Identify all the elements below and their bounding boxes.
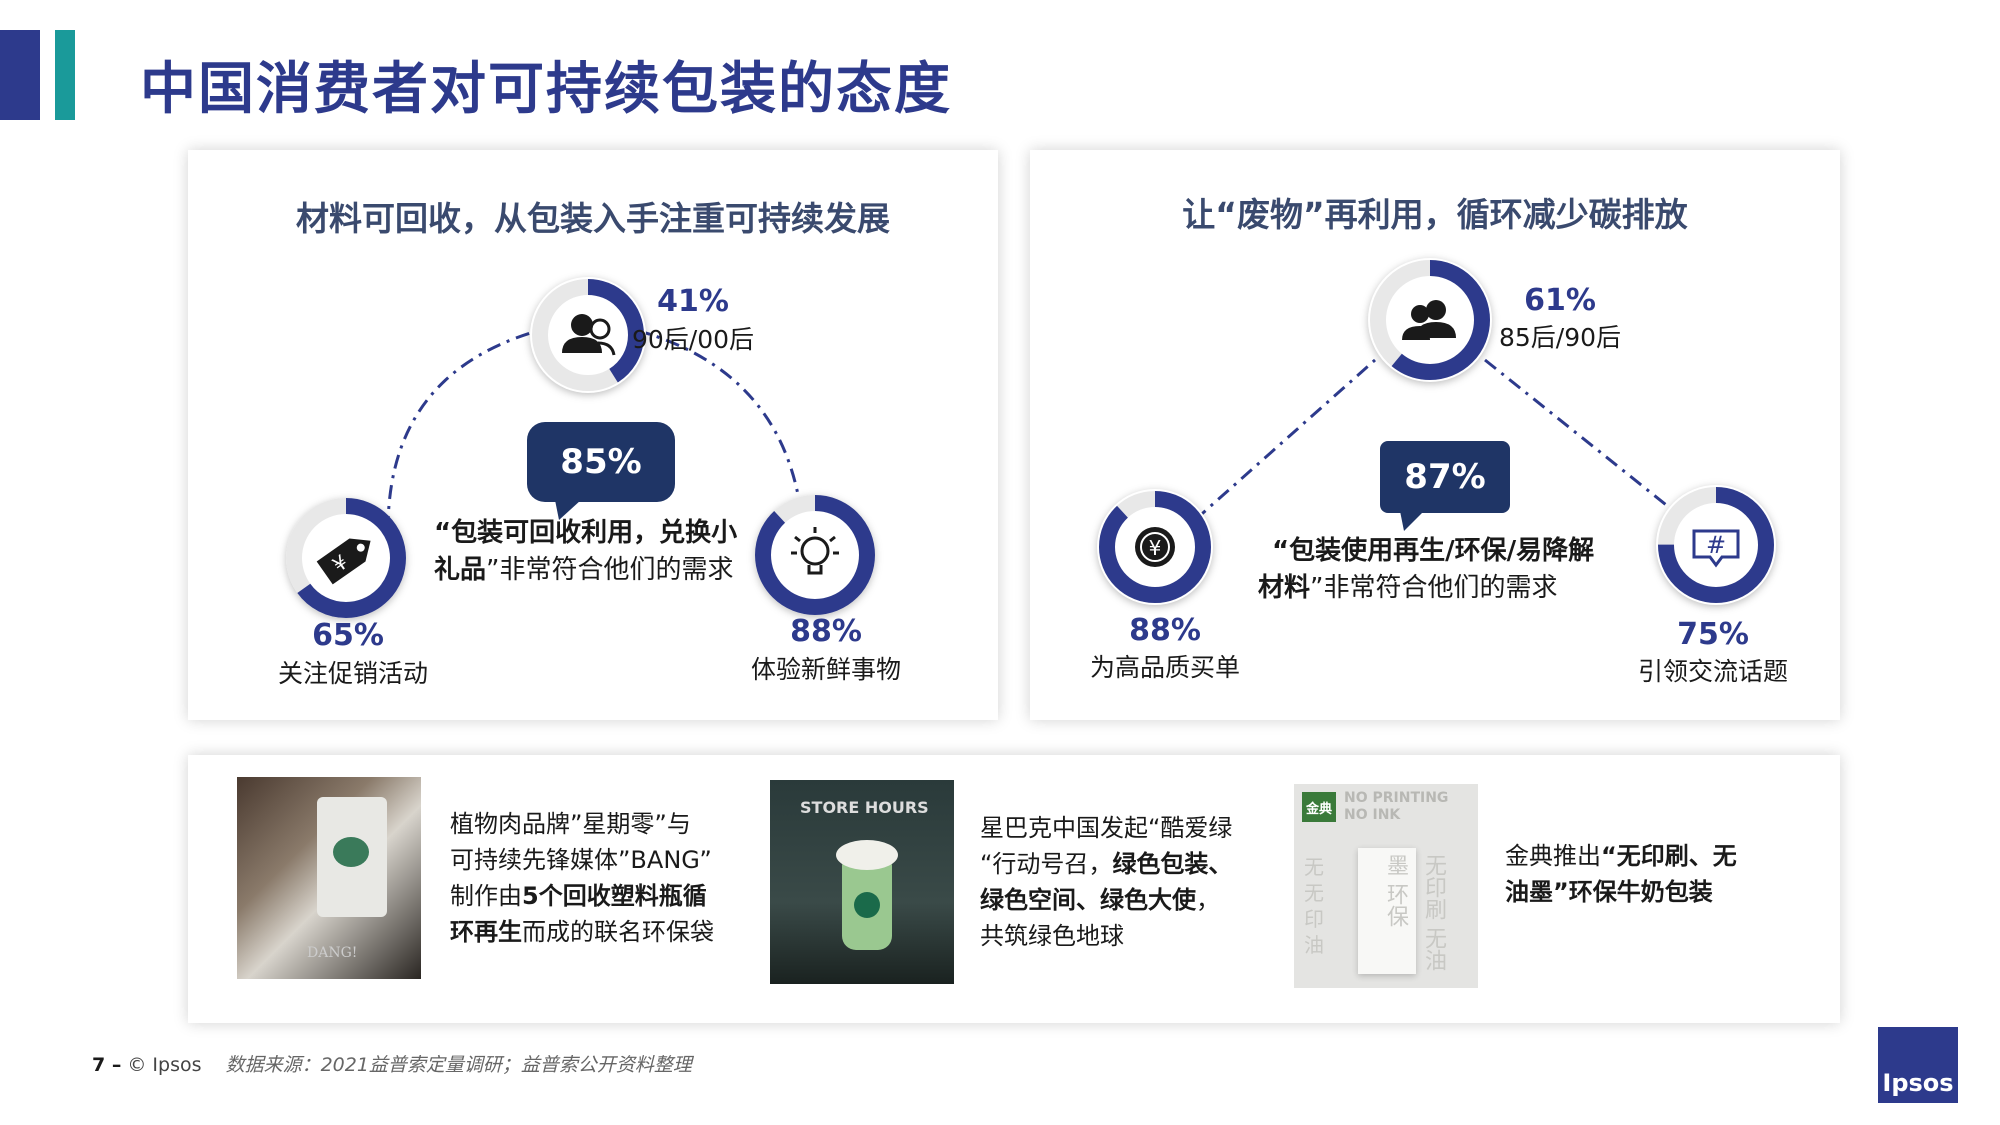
case-2-photo: STORE HOURS — [770, 780, 954, 984]
left-panel-graphic: ¥ — [286, 277, 875, 618]
milk-carton-shape — [1358, 848, 1416, 974]
right-node-1-donut — [1368, 258, 1492, 382]
case-3-line-1a: 金典推出 — [1505, 842, 1601, 870]
title-accent-bar-blue — [0, 30, 40, 120]
case-1-line-3a: 制作由 — [450, 882, 522, 910]
right-connector-right — [1484, 358, 1686, 522]
people-icon — [1402, 300, 1456, 340]
case-3-photo-text: NO PRINTING NO INK — [1344, 790, 1449, 823]
data-source: 数据来源：2021益普索定量调研；益普索公开资料整理 — [225, 1054, 692, 1076]
left-quote-bold-1: “包装可回收利用，兑换小 — [434, 518, 738, 548]
left-node-2-label: 关注促销活动 — [277, 659, 428, 688]
right-node-2-pct: 88% — [1129, 613, 1201, 648]
logo-text: Ipsos — [1882, 1069, 1954, 1097]
right-node-2-label: 为高品质买单 — [1089, 653, 1240, 682]
right-quote-bold-2: 材料 — [1258, 573, 1311, 603]
bag-logo-shape — [333, 837, 369, 867]
case-1-photo-text: DANG! — [307, 945, 358, 961]
left-node-2-donut: ¥ — [286, 498, 406, 618]
hashtag-chat-icon: # — [1692, 529, 1740, 568]
price-tag-icon: ¥ — [316, 538, 371, 585]
left-panel-title: 材料可回收，从包装入手注重可持续发展 — [296, 199, 890, 238]
case-panel — [188, 755, 1840, 1023]
ipsos-logo: Ipsos — [1878, 1027, 1958, 1103]
left-bubble-tail — [555, 500, 581, 520]
right-node-3-donut: # — [1656, 485, 1776, 605]
left-quote-bold-2: 礼品 — [434, 555, 487, 585]
case-2-line-2a: “行动号召， — [980, 850, 1113, 878]
svg-text:#: # — [1706, 531, 1726, 559]
left-node-3-label: 体验新鲜事物 — [750, 655, 901, 684]
case-1-line-4c: 而成的联名环保袋 — [522, 918, 714, 946]
right-node-3-label: 引领交流话题 — [1637, 657, 1788, 686]
title-accent-bar-teal — [55, 30, 75, 120]
right-connector-left — [1194, 358, 1376, 522]
right-bubble-tail — [1400, 511, 1424, 531]
left-quote-rest: ”非常符合他们的需求 — [486, 555, 734, 585]
case-3-line-2c: 环保牛奶包装 — [1568, 878, 1713, 906]
case-2-line-4: 共筑绿色地球 — [980, 922, 1124, 950]
case-2-photo-text: STORE HOURS — [800, 798, 929, 817]
case-2-line-1: 星巴克中国发起“酷爱绿 — [980, 814, 1233, 842]
svg-text:¥: ¥ — [1149, 536, 1162, 560]
case-3-photo-cn: 无印刷 无油墨 环保 — [1383, 854, 1446, 971]
right-quote: “包装使用再生/环保/易降解 材料”非常符合他们的需求 — [1258, 533, 1618, 607]
page-number: 7 – — [92, 1054, 122, 1076]
right-node-1-pct: 61% — [1524, 283, 1596, 318]
lightbulb-icon — [791, 527, 839, 575]
people-icon — [562, 314, 616, 356]
case-2-line-2b: 绿色包装、 — [1112, 850, 1233, 878]
right-node-3-pct: 75% — [1677, 617, 1749, 652]
right-node-1-label: 85后/90后 — [1498, 323, 1622, 352]
left-node-1-pct: 41% — [657, 284, 729, 319]
left-callout-bubble: 85% — [527, 422, 675, 502]
right-panel-title: 让“废物”再利用，循环减少碳排放 — [1182, 195, 1688, 234]
right-panel — [1030, 150, 1840, 720]
right-quote-bold-1: “包装使用再生/环保/易降解 — [1272, 536, 1595, 566]
left-node-2-pct: 65% — [312, 618, 384, 653]
right-panel-graphic: ¥ # — [1097, 258, 1776, 605]
case-3-brand-logo: 金典 — [1302, 792, 1336, 822]
left-node-1-label: 90后/00后 — [631, 325, 755, 354]
case-1-line-3b: 5个回收塑料瓶循 — [522, 882, 707, 910]
right-node-2-donut: ¥ — [1097, 489, 1213, 605]
case-1-line-1: 植物肉品牌”星期零”与 — [450, 810, 691, 838]
starbucks-logo-shape — [854, 892, 880, 918]
left-node-3-pct: 88% — [790, 614, 862, 649]
left-node-1-donut — [530, 277, 646, 393]
case-1-line-4b: 环再生 — [450, 918, 522, 946]
right-quote-rest: ”非常符合他们的需求 — [1310, 573, 1558, 603]
left-node-3-donut — [755, 495, 875, 615]
case-3-line-1b: “无印刷、无 — [1601, 842, 1737, 870]
case-3-photo-cn-left: 无无印油 — [1304, 855, 1324, 957]
case-2-text: 星巴克中国发起“酷爱绿 “行动号召，绿色包装、 绿色空间、绿色大使， 共筑绿色地… — [980, 810, 1280, 954]
case-3-photo: 金典 NO PRINTING NO INK 无无印油 无印刷 无油墨 环保 — [1294, 784, 1478, 988]
right-callout-bubble: 87% — [1380, 441, 1510, 513]
case-2-line-3c: ， — [1196, 886, 1220, 914]
yen-coin-icon: ¥ — [1135, 527, 1175, 567]
left-quote: “包装可回收利用，兑换小 礼品”非常符合他们的需求 — [434, 515, 764, 589]
copyright: © Ipsos — [127, 1054, 202, 1076]
case-3-text: 金典推出“无印刷、无 油墨”环保牛奶包装 — [1505, 838, 1805, 910]
case-2-line-3b: 绿色空间、绿色大使 — [980, 886, 1196, 914]
footer: 7 – © Ipsos 数据来源：2021益普索定量调研；益普索公开资料整理 — [92, 1050, 692, 1077]
case-3-line-2b: 油墨” — [1505, 878, 1569, 906]
case-1-text: 植物肉品牌”星期零”与 可持续先锋媒体”BANG” 制作由5个回收塑料瓶循 环再… — [450, 806, 750, 950]
case-1-line-2: 可持续先锋媒体”BANG” — [450, 846, 712, 874]
page-title: 中国消费者对可持续包装的态度 — [140, 57, 952, 122]
case-1-photo: DANG! — [237, 777, 421, 979]
whipped-cream-shape — [836, 840, 898, 870]
